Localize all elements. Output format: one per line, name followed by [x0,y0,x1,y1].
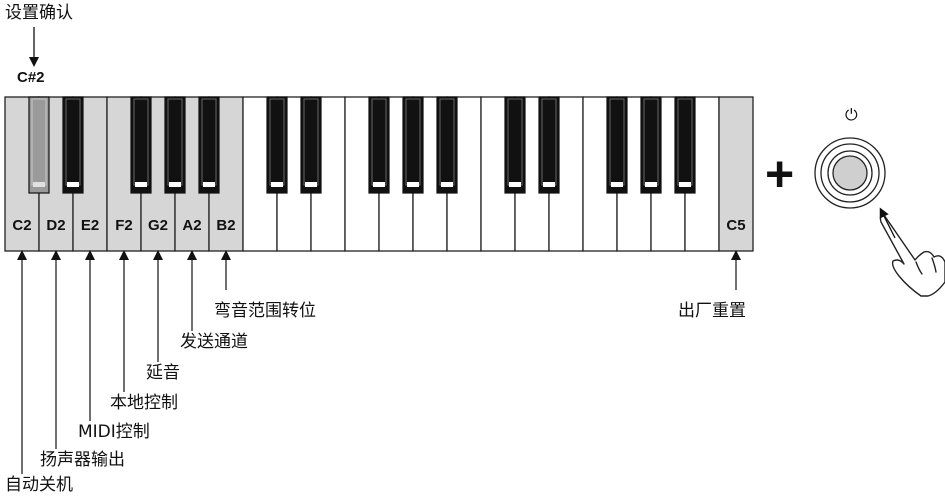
plus-sign: + [765,146,794,202]
confirm-setting-label: 设置确认 [5,3,73,23]
key-labels: C2 D2 E2 F2 G2 A2 B2 C5 [12,217,745,234]
function-label: 本地控制 [110,393,178,413]
function-label: 自动关机 [5,475,73,495]
power-button[interactable] [814,137,886,209]
function-label: 发送通道 [180,332,248,352]
key-note-label: G2 [148,217,168,234]
key-note-label: B2 [216,217,235,234]
key-note-label: A2 [182,217,201,234]
black-key [640,96,662,194]
black-key [164,96,186,194]
sharp-note-label: C#2 [17,69,45,86]
key-note-label: D2 [46,217,65,234]
black-key [538,96,560,194]
black-key [402,96,424,194]
key-note-label: C5 [726,217,745,234]
function-label: 扬声器输出 [40,450,125,470]
black-key [62,96,84,194]
key-note-label: F2 [115,217,133,234]
pressing-hand-icon [879,214,945,297]
power-symbol: ⏻ [845,105,858,124]
black-key [198,96,220,194]
black-key [436,96,458,194]
key-note-label: E2 [81,217,99,234]
black-key [504,96,526,194]
black-key [130,96,152,194]
key-note-label: C2 [12,217,31,234]
black-key-pressed [28,96,50,194]
black-keys [28,96,696,194]
function-label: 出厂重置 [678,301,746,321]
function-label: 延音 [146,363,180,383]
black-key [300,96,322,194]
black-key [674,96,696,194]
black-key [606,96,628,194]
press-arrow [879,207,896,239]
function-label: MIDI控制 [78,422,150,442]
black-key [368,96,390,194]
black-key [266,96,288,194]
white-key [718,96,754,252]
function-label: 弯音范围转位 [214,301,316,321]
